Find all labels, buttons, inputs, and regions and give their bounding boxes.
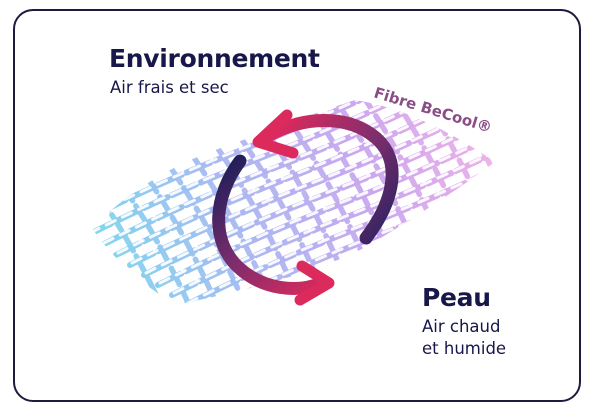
environment-title: Environnement — [109, 44, 320, 73]
fibre-strand — [322, 100, 413, 238]
fibre-strand — [394, 100, 485, 211]
fresh-air-arrow-down — [212, 154, 329, 295]
skin-subtitle: Air chaud et humide — [422, 316, 572, 360]
fibre-label: Fibre BeCool® — [372, 84, 494, 137]
moisture-arrow-up-head — [252, 109, 299, 159]
moisture-arrow-up — [261, 114, 399, 245]
fresh-air-arrow-down-head — [294, 260, 335, 306]
fibre-highlight — [92, 100, 472, 235]
fibre-strand — [178, 136, 269, 292]
environment-subtitle: Air frais et sec — [110, 78, 229, 97]
skin-subtitle-line-1: Air chaud — [422, 317, 501, 336]
airflow-cycle-arrows-icon — [212, 109, 399, 306]
fibre-strand — [490, 100, 495, 175]
fibre-strand — [202, 127, 293, 283]
skin-title: Peau — [422, 283, 491, 312]
fibre-strand — [226, 118, 317, 274]
skin-subtitle-line-2: et humide — [422, 339, 507, 358]
